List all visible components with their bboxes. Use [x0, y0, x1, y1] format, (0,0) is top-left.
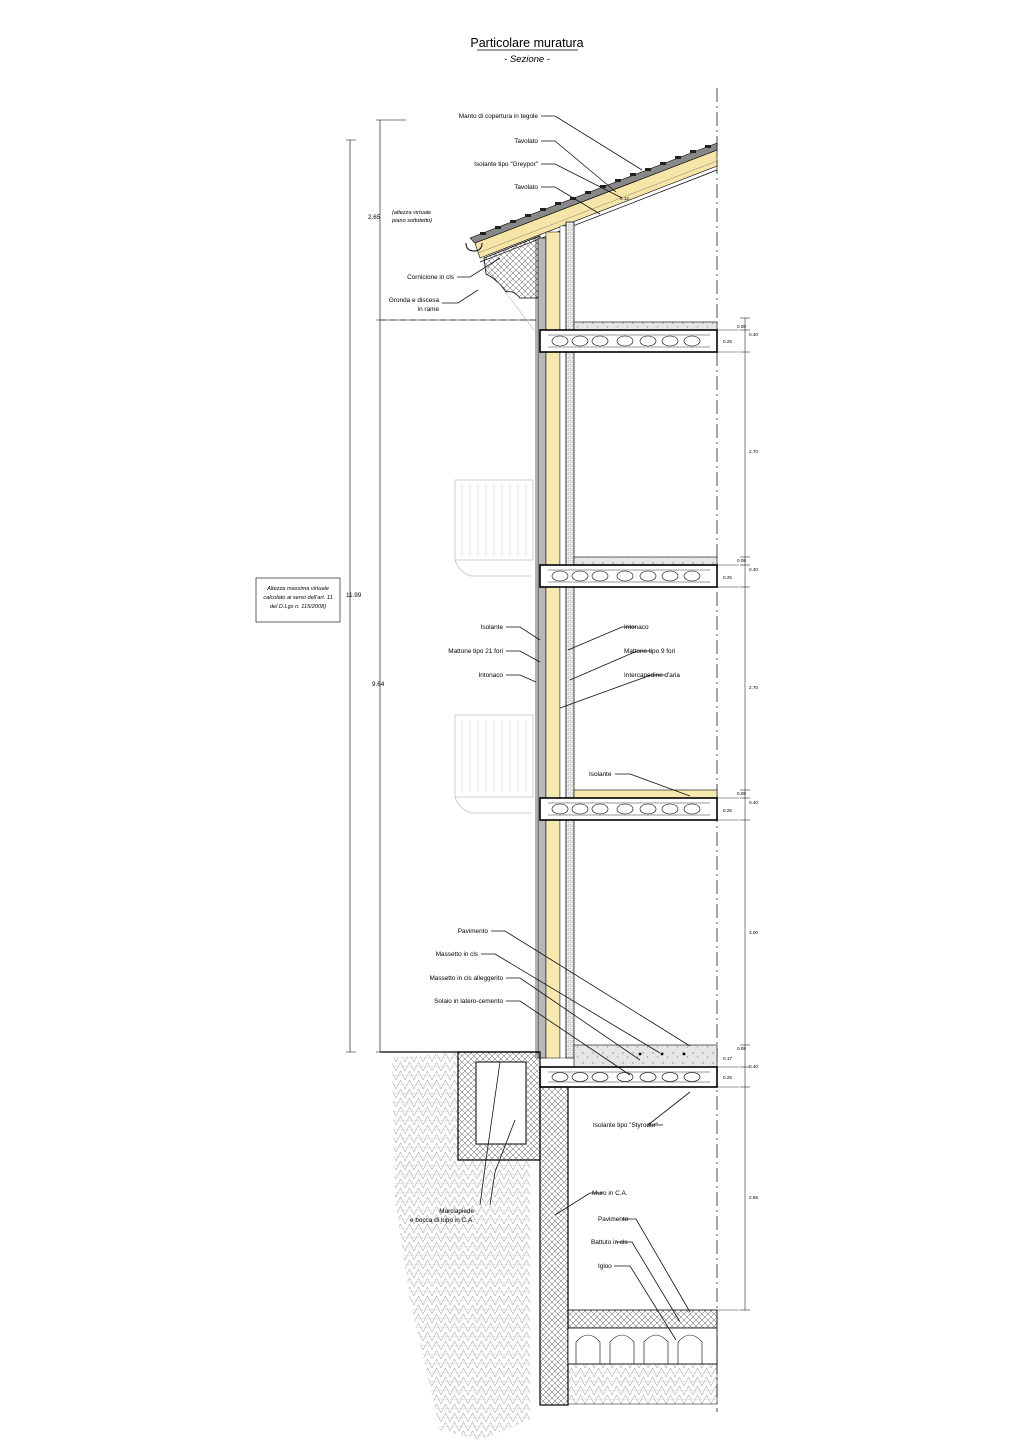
- height-note-line2: calcolato ai sensi dell'art. 11: [263, 595, 332, 601]
- label-marciapiede-1: Marciapiede: [439, 1208, 474, 1215]
- dim-ground-top: 0.08: [737, 1046, 746, 1051]
- cornice-block: [483, 235, 541, 299]
- slab-1: [539, 321, 718, 353]
- attic-note-line1: (altezza virtuale: [392, 210, 431, 216]
- label-gronda-2: in rame: [418, 306, 440, 313]
- earth-fill: [392, 1052, 530, 1440]
- label-muro-ca: Muro in C.A.: [592, 1190, 628, 1197]
- label-styrodur: Isolante tipo "Styrodur": [593, 1122, 658, 1129]
- dim-storey-2: 2.70: [749, 685, 758, 690]
- basement-wall-ca: [539, 1086, 569, 1406]
- wall-insulation-layer: [545, 231, 561, 1059]
- label-intonaco-ext: Intonaco: [478, 672, 503, 679]
- dim-slab1-top: 0.08: [737, 324, 746, 329]
- foundation: [380, 1051, 718, 1440]
- dimension-chain-left: [346, 119, 536, 1053]
- roof-boarding-upper: [477, 160, 718, 254]
- dim-basement: 2.55: [749, 1195, 758, 1200]
- height-note-box: [255, 577, 341, 623]
- dim-storey-3: 3.00: [749, 930, 758, 935]
- label-mattone-21: Mattone tipo 21 fori: [448, 648, 503, 655]
- downpipe: [479, 257, 535, 331]
- roof-assembly: [465, 142, 718, 331]
- igloo-layer: [567, 1327, 718, 1365]
- dim-slab2-struct: 0.25: [723, 575, 732, 580]
- dim-ground-017: 0.17: [723, 1056, 732, 1061]
- label-gronda-1: Gronda e discesa: [389, 297, 440, 304]
- label-manto: Manto di copertura in tegole: [459, 113, 539, 120]
- dim-slab1-struct: 0.25: [723, 339, 732, 344]
- dim-slab3-total: 0.40: [749, 800, 758, 805]
- dim-attic: 2.65: [368, 214, 381, 221]
- label-isolante-greypor: Isolante tipo "Greypor": [474, 161, 538, 168]
- label-cornicione: Cornicione in cls: [407, 274, 454, 281]
- label-intonaco-int: Intonaco: [624, 624, 649, 631]
- label-isolante-floor: Isolante: [589, 771, 612, 778]
- height-note-line3: del D.Lgs n. 115/2008): [270, 604, 326, 610]
- attic-note-line2: piano sottotetto): [391, 218, 432, 224]
- dim-main: 9.64: [372, 681, 385, 688]
- dim-slab2-total: 0.40: [749, 567, 758, 572]
- outer-brick-leaf: [537, 237, 547, 1059]
- label-tavolato-2: Tavolato: [514, 184, 538, 191]
- roof-tiles: [480, 145, 711, 235]
- label-massetto: Massetto in cls: [436, 951, 478, 958]
- label-mattone-9: Mattone tipo 9 fori: [624, 648, 675, 655]
- leader-lines: [442, 115, 691, 1341]
- dim-slab3-struct: 0.25: [723, 808, 732, 813]
- dim-storey-1: 2.70: [749, 449, 758, 454]
- label-isolante: Isolante: [481, 624, 504, 631]
- label-pavimento: Pavimento: [458, 928, 489, 935]
- height-note-line1: Altezza massima virtuale: [266, 586, 329, 592]
- dim-ground-struct: 0.25: [723, 1075, 732, 1080]
- dim-total: 11.99: [346, 592, 362, 599]
- basement-floor: [567, 1309, 718, 1329]
- dim-slab2-top: 0.08: [737, 558, 746, 563]
- dim-roof-thickness: 0.12: [620, 196, 629, 201]
- slab-3: [539, 789, 718, 821]
- label-igloo: Igloo: [598, 1263, 612, 1270]
- label-battuto: Battuto in cls: [591, 1239, 628, 1246]
- label-tavolato-1: Tavolato: [514, 138, 538, 145]
- dim-slab3-top: 0.08: [737, 791, 746, 796]
- dim-ground-total: 0.40: [749, 1064, 758, 1069]
- exterior-wall: [535, 221, 575, 1059]
- drawing-title: Particolare muratura: [470, 36, 583, 50]
- label-intercapedine: Intercapedine d'aria: [624, 672, 680, 679]
- label-marciapiede-2: e bocca di lupo in C.A.: [410, 1217, 474, 1224]
- dimension-chain-right: [717, 317, 750, 1311]
- dim-slab1-total: 0.40: [749, 332, 758, 337]
- light-well-opening: [475, 1061, 527, 1145]
- gravel-bed: [567, 1363, 718, 1405]
- label-solaio: Solaio in latero-cemento: [434, 998, 503, 1005]
- gutter-icon: [465, 242, 483, 252]
- balcony-railing-upper: [454, 479, 534, 577]
- label-pavimento-basement: Pavimento: [598, 1216, 629, 1223]
- slab-2: [539, 556, 718, 588]
- inner-brick-leaf: [565, 221, 575, 1059]
- drawing-subtitle: - Sezione -: [504, 54, 550, 65]
- label-massetto-alleggerito: Massetto in cls alleggerito: [429, 975, 503, 982]
- balcony-railing-lower: [454, 714, 534, 814]
